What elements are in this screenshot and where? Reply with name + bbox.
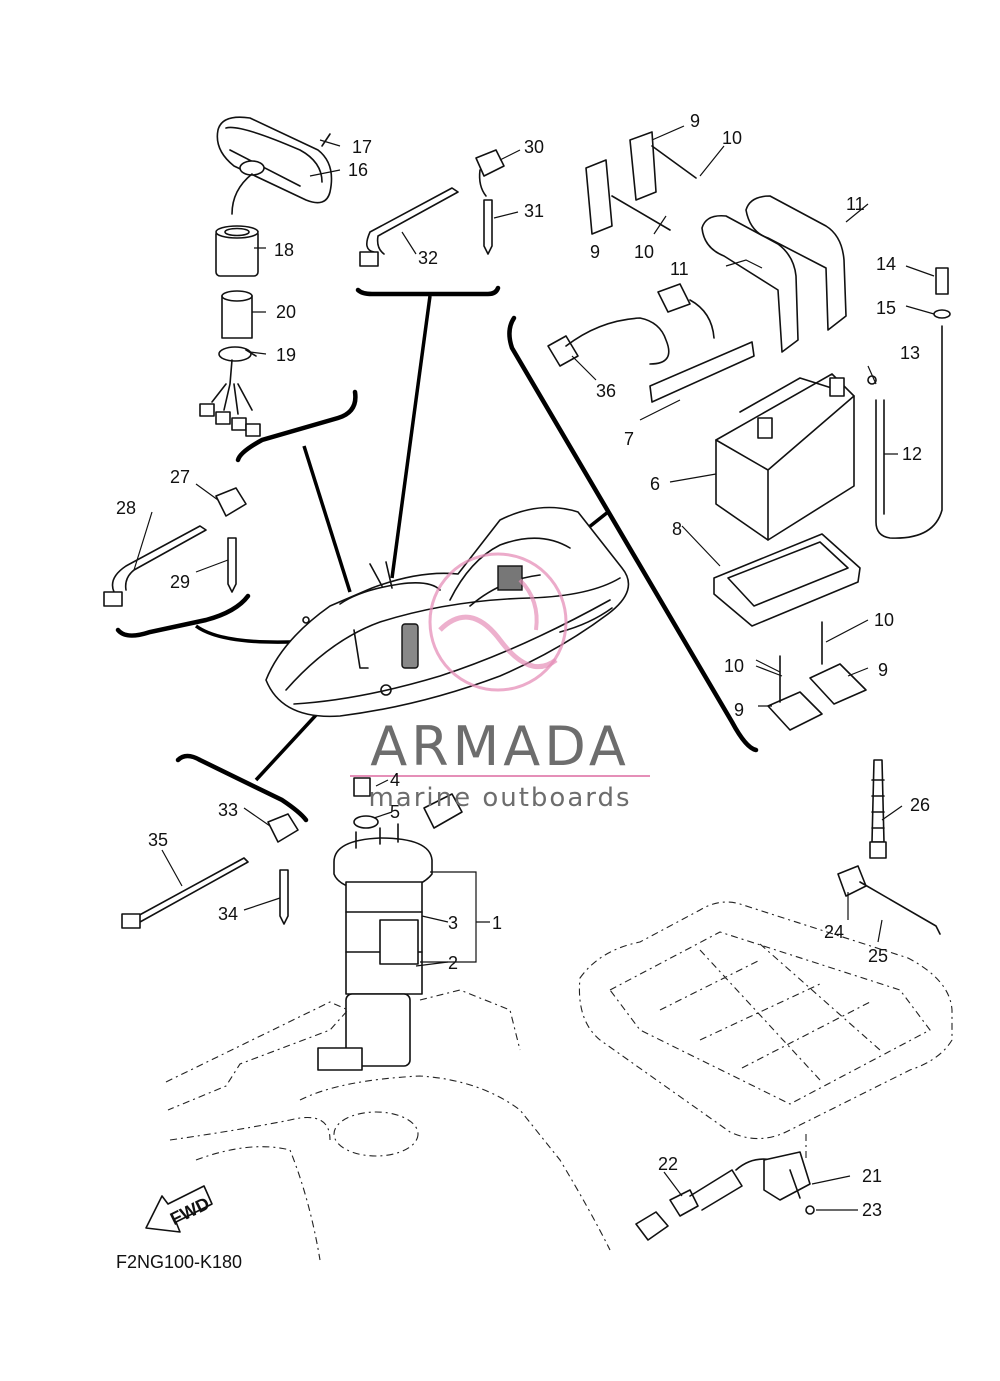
callout-27: 27 [170,467,190,487]
callout-36: 36 [596,381,616,401]
callout-29: 29 [170,572,190,592]
callout-4: 4 [390,770,400,790]
drawing-code: F2NG100-K180 [116,1252,242,1272]
callout-33: 33 [218,800,238,820]
fuel-lid-assembly [199,116,333,437]
jet-ski-outline [265,506,630,718]
callout-18: 18 [274,240,294,260]
callout-13: 13 [900,343,920,363]
callout-20: 20 [276,302,296,322]
callout-25: 25 [868,946,888,966]
callout-32: 32 [418,248,438,268]
callout-21: 21 [862,1166,882,1186]
callout-7: 7 [624,429,634,449]
fwd-arrow: FWD [145,1185,213,1233]
callout-10-right: 10 [874,610,894,630]
hull-outline [165,901,953,1261]
callout-9-right: 9 [878,660,888,680]
callout-labels: 1 2 3 4 5 6 7 8 9 9 9 9 10 10 10 10 11 1… [116,111,930,1220]
callout-12: 12 [902,444,922,464]
callout-17: 17 [352,137,372,157]
callout-23: 23 [862,1200,882,1220]
callout-15: 15 [876,298,896,318]
callout-26: 26 [910,795,930,815]
callout-1: 1 [492,913,502,933]
callout-14: 14 [876,254,896,274]
callout-2: 2 [448,953,458,973]
battery-assembly [547,131,951,731]
sensor-assembly [635,1151,815,1241]
callout-5: 5 [390,802,400,822]
callout-11-left: 11 [670,259,689,279]
callout-19: 19 [276,345,296,365]
callout-11-right: 11 [846,194,865,214]
callout-16: 16 [348,160,368,180]
callout-10-top: 10 [722,128,742,148]
callout-8: 8 [672,519,682,539]
callout-31: 31 [524,201,544,221]
callout-34: 34 [218,904,238,924]
callout-6: 6 [650,474,660,494]
callout-9-bottom: 9 [734,700,744,720]
callout-3: 3 [448,913,458,933]
watermark-brand: ARMADA [370,715,630,778]
watermark-tagline: marine outboards [368,783,631,813]
callout-22: 22 [658,1154,678,1174]
fuel-pump-assembly [317,777,463,1071]
callout-9-top: 9 [690,111,700,131]
callout-10-left: 10 [724,656,744,676]
watermark: ARMADA marine outboards [350,552,650,813]
leader-lines [133,125,935,1211]
callout-28: 28 [116,498,136,518]
callout-35: 35 [148,830,168,850]
callout-24: 24 [824,922,844,942]
callout-10-mid: 10 [634,242,654,262]
callout-30: 30 [524,137,544,157]
clamp-sets [103,149,941,935]
callout-9-left: 9 [590,242,600,262]
